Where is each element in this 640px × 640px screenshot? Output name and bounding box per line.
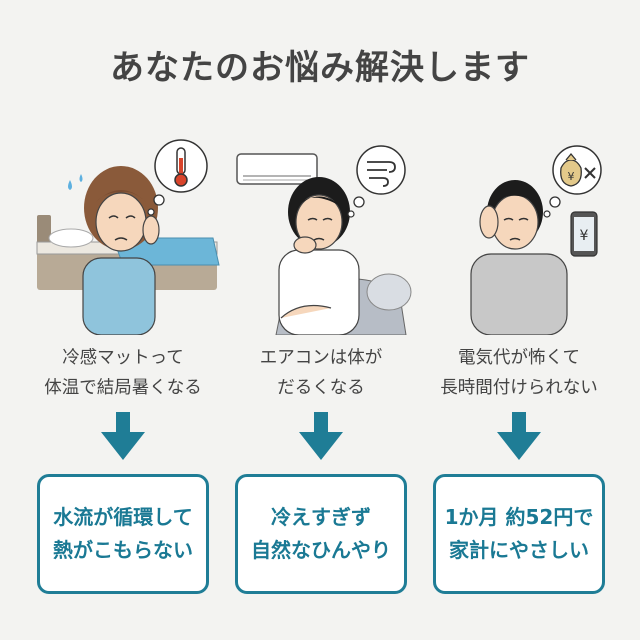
problem-column-aircon: エアコンは体が だるくなる 冷えすぎず 自然なひんやり xyxy=(221,0,421,640)
wind-swirl-icon xyxy=(367,161,396,187)
problem-text: 冷感マットって 体温で結局暑くなる xyxy=(23,343,223,403)
woman-aircon-illustration xyxy=(221,130,421,335)
problem-line: だるくなる xyxy=(277,378,365,398)
problem-line: エアコンは体が xyxy=(259,348,383,368)
smartphone-yen-icon: ¥ xyxy=(570,211,598,257)
solution-box: 冷えすぎず 自然なひんやり xyxy=(235,474,407,594)
solution-line: 熱がこもらない xyxy=(53,538,193,562)
down-arrow-icon xyxy=(497,412,541,460)
problem-line: 電気代が怖くて xyxy=(458,348,580,368)
problem-line: 長時間付けられない xyxy=(440,378,598,398)
svg-text:¥: ¥ xyxy=(568,170,575,183)
problem-line: 冷感マットって xyxy=(62,348,184,368)
woman-hot-bed-illustration xyxy=(23,130,223,335)
down-arrow-icon xyxy=(299,412,343,460)
problem-column-cost: ¥ ¥ 電気代が怖くて 長時間付けられない 1か月 約52円で 家計にやさしい xyxy=(419,0,619,640)
problem-column-mat: 冷感マットって 体温で結局暑くなる 水流が循環して 熱がこもらない xyxy=(23,0,223,640)
solution-box: 水流が循環して 熱がこもらない xyxy=(37,474,209,594)
solution-box: 1か月 約52円で 家計にやさしい xyxy=(433,474,605,594)
air-conditioner-icon xyxy=(236,153,318,185)
man-electricity-bill-illustration: ¥ ¥ xyxy=(419,130,619,335)
solution-line: 水流が循環して xyxy=(53,505,193,529)
money-bag-icon: ¥ xyxy=(560,152,582,187)
problem-text: 電気代が怖くて 長時間付けられない xyxy=(419,343,619,403)
solution-line: 家計にやさしい xyxy=(449,538,589,562)
thermometer-icon xyxy=(174,147,188,187)
solution-line: 1か月 約52円で xyxy=(444,505,594,529)
solution-line: 冷えすぎず xyxy=(271,505,371,529)
page-title: あなたのお悩み解決します xyxy=(110,48,530,88)
problem-text: エアコンは体が だるくなる xyxy=(221,343,421,403)
problem-line: 体温で結局暑くなる xyxy=(44,378,202,398)
cross-mark-icon xyxy=(584,167,596,179)
svg-text:¥: ¥ xyxy=(580,228,589,244)
down-arrow-icon xyxy=(101,412,145,460)
solution-line: 自然なひんやり xyxy=(251,538,391,562)
